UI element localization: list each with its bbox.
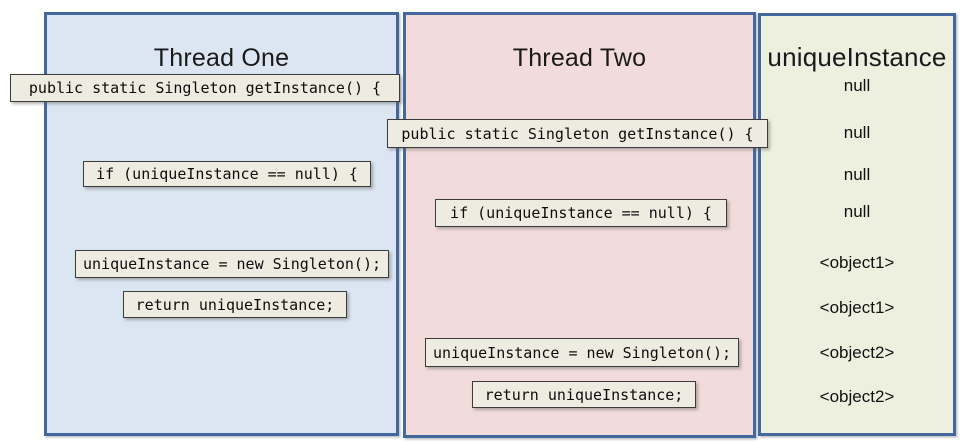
thread-one-step-get-instance: public static Singleton getInstance() { (10, 74, 400, 102)
unique-instance-panel (758, 13, 956, 436)
instance-value-row: null (843, 165, 871, 184)
thread-two-title: Thread Two (512, 44, 647, 72)
unique-instance-title: uniqueInstance (767, 42, 947, 72)
thread-one-title: Thread One (153, 44, 290, 72)
instance-value-row: null (843, 202, 871, 221)
thread-one-step-new-singleton: uniqueInstance = new Singleton(); (75, 250, 389, 278)
instance-value-row: <object2> (819, 343, 895, 362)
instance-value-row: <object1> (819, 298, 895, 317)
instance-value-row: null (843, 123, 871, 142)
thread-one-step-if-null-check: if (uniqueInstance == null) { (83, 161, 371, 187)
thread-one-step-return: return uniqueInstance; (123, 291, 347, 318)
instance-value-row: null (843, 76, 871, 95)
thread-two-step-get-instance: public static Singleton getInstance() { (387, 119, 768, 148)
thread-two-step-new-singleton: uniqueInstance = new Singleton(); (425, 338, 739, 367)
thread-two-step-if-null-check: if (uniqueInstance == null) { (435, 199, 727, 227)
instance-value-row: <object1> (819, 253, 895, 272)
instance-value-row: <object2> (819, 387, 895, 406)
thread-two-step-return: return uniqueInstance; (472, 381, 696, 408)
